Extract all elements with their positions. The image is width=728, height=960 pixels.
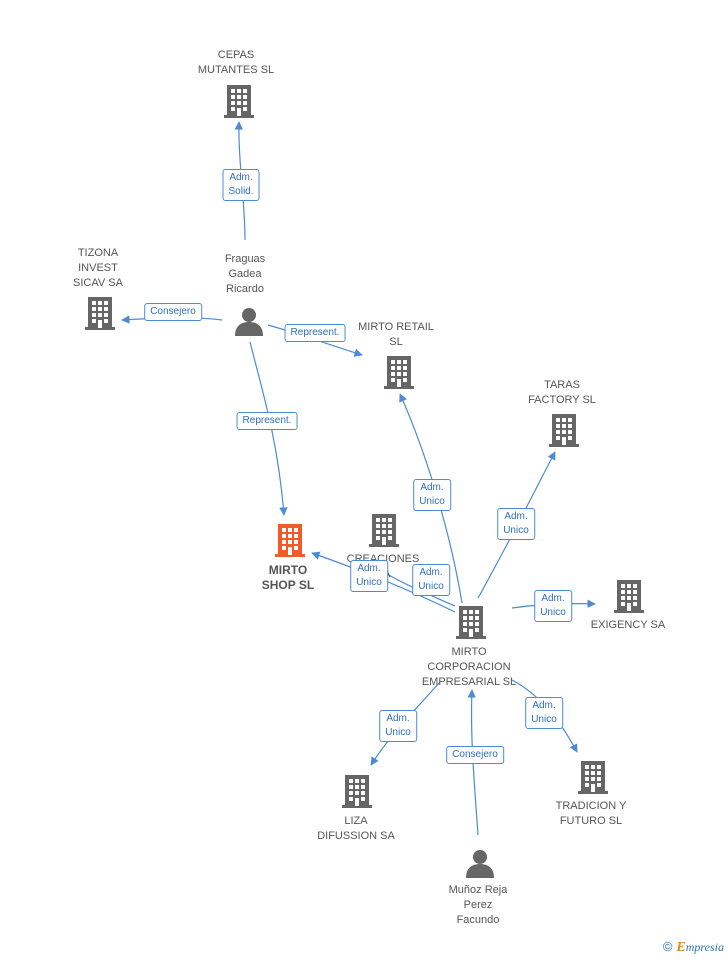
node-label-tizona[interactable]: TIZONA INVEST SICAV SA [73,247,123,289]
brand-name: mpresia [685,940,724,954]
brand-initial: E [676,940,686,955]
building-icon[interactable] [549,414,579,447]
building-icon[interactable] [275,524,305,557]
building-icon[interactable] [342,775,372,808]
edge-label-fraguas-tizona[interactable]: Consejero [144,303,202,321]
edge-label-corp-liza[interactable]: Adm. Unico [379,710,417,742]
person-icon[interactable] [235,308,263,336]
node-label-mirto-shop[interactable]: MIRTO SHOP SL [261,563,315,592]
edge-label-corp-exigency[interactable]: Adm. Unico [534,590,572,622]
edge-label-fraguas-shop[interactable]: Represent. [236,412,298,430]
copyright-notice: ©Empresia [663,939,724,956]
building-icon[interactable] [456,606,486,639]
edge-label-corp-shop[interactable]: Adm. Unico [350,560,388,592]
node-label-tradicion[interactable]: TRADICION Y FUTURO SL [555,800,627,827]
edge-label-munoz-corp[interactable]: Consejero [446,746,504,764]
building-icon[interactable] [384,356,414,389]
building-icon[interactable] [85,297,115,330]
node-label-mirto-retail[interactable]: MIRTO RETAIL SL [358,321,434,348]
edge-munoz-corp [467,689,479,836]
node-label-liza[interactable]: LIZA DIFUSSION SA [317,815,395,842]
edge-label-corp-tradicion[interactable]: Adm. Unico [525,697,563,729]
copyright-icon: © [662,939,673,954]
node-label-exigency[interactable]: EXIGENCY SA [590,619,666,631]
node-label-munoz[interactable]: Muñoz Reja Perez Facundo [448,884,508,926]
edge-label-corp-creaciones[interactable]: Adm. Unico [412,564,450,596]
node-label-mirto-corp[interactable]: MIRTO CORPORACION EMPRESARIAL SL [421,646,517,688]
building-icon[interactable] [369,514,399,547]
edge-label-corp-retail[interactable]: Adm. Unico [413,479,451,511]
building-icon[interactable] [614,580,644,613]
node-label-fraguas[interactable]: Fraguas Gadea Ricardo [224,253,266,295]
edge-label-fraguas-retail[interactable]: Represent. [284,324,346,342]
node-label-cepas[interactable]: CEPAS MUTANTES SL [197,49,275,76]
building-icon[interactable] [224,85,254,118]
edge-label-corp-taras[interactable]: Adm. Unico [497,508,535,540]
building-icon[interactable] [578,761,608,794]
person-icon[interactable] [466,850,494,878]
node-label-taras[interactable]: TARAS FACTORY SL [528,379,596,406]
edge-label-fraguas-cepas[interactable]: Adm. Solid. [222,169,260,201]
